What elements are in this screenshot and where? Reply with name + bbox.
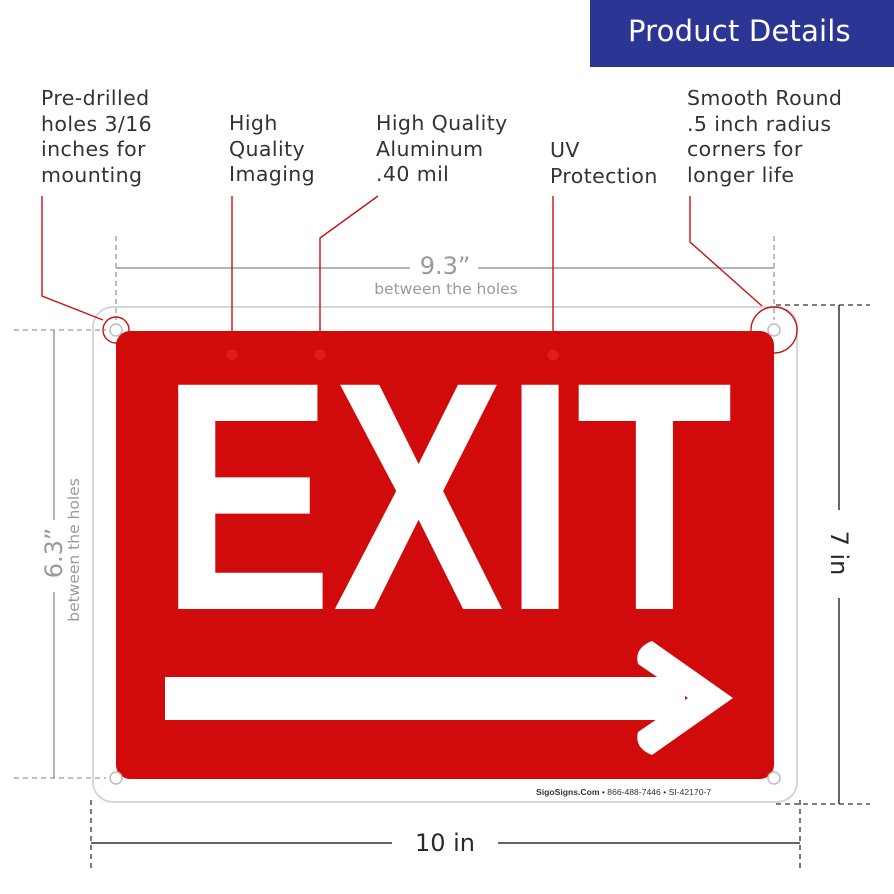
hole-height-dimension: 6.3” between the holes [14, 329, 106, 779]
callout-leaders [41, 195, 798, 355]
right-arrow-icon [165, 641, 733, 755]
sign-footer-info: • 866-488-7446 • SI-42170-7 [600, 787, 712, 797]
callout-dots [226, 349, 559, 361]
leader-corners-ring [750, 306, 798, 354]
hole-height-value: 6.3” [40, 528, 68, 579]
sign-footer: SigoSigns.Com • 866-488-7446 • SI-42170-… [536, 787, 711, 797]
sign-width-dimension: 10 in [90, 800, 801, 870]
hole-width-dimension: 9.3” between the holes [115, 236, 775, 320]
callout-corners: Smooth Round .5 inch radius corners for … [687, 86, 843, 187]
banner-title: Product Details [628, 14, 851, 48]
leader-corners [689, 196, 763, 307]
hole-width-label: between the holes [374, 280, 518, 298]
product-details-banner: Product Details [590, 0, 894, 67]
callout-uv: UV Protection [550, 138, 658, 188]
leader-holes [41, 196, 104, 321]
sign-exit-text: EXIT [161, 315, 733, 679]
callout-holes: Pre-drilled holes 3/16 inches for mounti… [41, 86, 153, 187]
sign-footer-brand: SigoSigns.Com [536, 787, 600, 797]
leader-holes-ring [102, 316, 130, 344]
dot-uv [547, 349, 559, 361]
mounting-hole-top-left [109, 323, 123, 337]
callout-aluminum: High Quality Aluminum .40 mil [376, 111, 508, 186]
sign-red-panel [116, 331, 774, 779]
mounting-hole-bottom-right [767, 771, 781, 785]
callout-imaging: High Quality Imaging [229, 111, 316, 186]
mounting-hole-top-right [767, 323, 781, 337]
hole-height-label: between the holes [65, 478, 83, 622]
dot-aluminum [314, 349, 326, 361]
sign-height-value: 7 in [825, 531, 853, 576]
hole-width-value: 9.3” [420, 252, 471, 280]
leader-aluminum [319, 195, 379, 355]
mounting-hole-bottom-left [109, 771, 123, 785]
sign-width-value: 10 in [415, 829, 475, 857]
dot-imaging [226, 349, 238, 361]
sign-height-dimension: 7 in [776, 304, 870, 805]
